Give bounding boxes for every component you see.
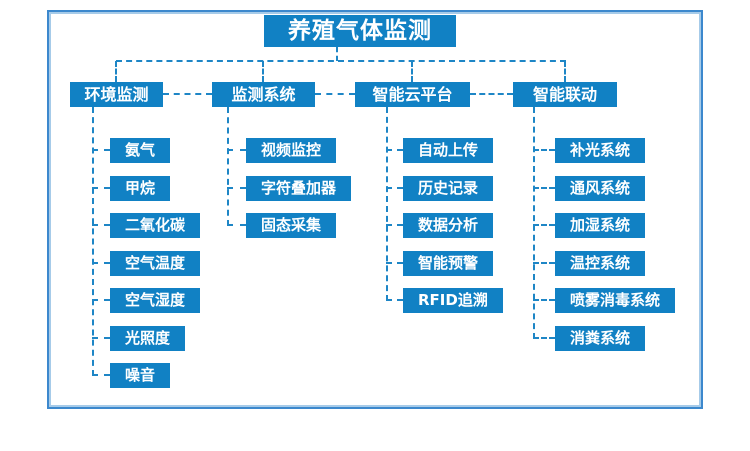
diagram-border xyxy=(47,10,703,409)
leaf-node: 智能预警 xyxy=(403,250,494,276)
connector-column-spine xyxy=(92,107,94,376)
leaf-node: 噪音 xyxy=(110,363,171,388)
connector-leaf-stub xyxy=(227,149,246,151)
leaf-node: 温控系统 xyxy=(555,250,646,276)
connector-branch-link xyxy=(163,93,212,95)
leaf-node: 消粪系统 xyxy=(555,325,646,351)
connector-leaf-stub xyxy=(92,224,110,226)
leaf-node: 喷雾消毒系统 xyxy=(555,288,676,313)
connector-branch-drop xyxy=(262,61,264,82)
leaf-node: 历史记录 xyxy=(403,175,494,201)
connector-branch-link xyxy=(470,93,513,95)
connector-leaf-stub xyxy=(92,261,110,264)
leaf-node: 空气温度 xyxy=(110,250,201,276)
connector-branch-drop xyxy=(411,61,413,82)
connector-leaf-stub xyxy=(92,336,110,339)
connector-leaf-stub xyxy=(386,224,403,226)
branch-node-environment-monitoring: 环境监测 xyxy=(70,82,163,107)
connector-column-spine xyxy=(386,107,388,301)
connector-leaf-stub xyxy=(533,149,555,151)
leaf-node: 空气湿度 xyxy=(110,288,201,313)
leaf-node: 补光系统 xyxy=(555,138,646,163)
leaf-node: 光照度 xyxy=(110,325,186,351)
connector-branch-link xyxy=(315,93,355,95)
connector-leaf-stub xyxy=(533,261,555,264)
connector-leaf-stub xyxy=(227,224,246,226)
leaf-node: RFID追溯 xyxy=(403,288,503,313)
leaf-node: 加湿系统 xyxy=(555,213,646,238)
connector-top-rail xyxy=(116,60,566,62)
leaf-node: 字符叠加器 xyxy=(246,175,352,201)
connector-leaf-stub xyxy=(92,299,110,301)
connector-leaf-stub xyxy=(92,186,110,189)
connector-title-riser xyxy=(336,47,338,61)
connector-leaf-stub xyxy=(533,186,555,189)
connector-leaf-stub xyxy=(386,261,403,264)
leaf-node: 通风系统 xyxy=(555,175,646,201)
leaf-node: 甲烷 xyxy=(110,175,171,201)
connector-leaf-stub xyxy=(386,186,403,189)
root-node: 养殖气体监测 xyxy=(264,15,456,47)
connector-leaf-stub xyxy=(533,299,555,301)
connector-leaf-stub xyxy=(92,374,110,376)
connector-branch-drop xyxy=(115,61,117,82)
leaf-node: 固态采集 xyxy=(246,213,337,238)
leaf-node: 氨气 xyxy=(110,138,171,163)
connector-leaf-stub xyxy=(533,224,555,226)
leaf-node: 二氧化碳 xyxy=(110,213,201,238)
connector-leaf-stub xyxy=(386,299,403,301)
connector-leaf-stub xyxy=(386,149,403,151)
leaf-node: 数据分析 xyxy=(403,213,494,238)
connector-leaf-stub xyxy=(92,149,110,151)
connector-column-spine xyxy=(533,107,535,339)
connector-leaf-stub xyxy=(227,186,246,189)
leaf-node: 视频监控 xyxy=(246,138,337,163)
branch-node-monitoring-system: 监测系统 xyxy=(212,82,315,107)
branch-node-smart-cloud-platform: 智能云平台 xyxy=(355,82,470,107)
branch-node-smart-linkage: 智能联动 xyxy=(513,82,617,107)
connector-branch-drop xyxy=(564,61,566,82)
connector-leaf-stub xyxy=(533,336,555,339)
connector-column-spine xyxy=(227,107,229,226)
leaf-node: 自动上传 xyxy=(403,138,494,163)
